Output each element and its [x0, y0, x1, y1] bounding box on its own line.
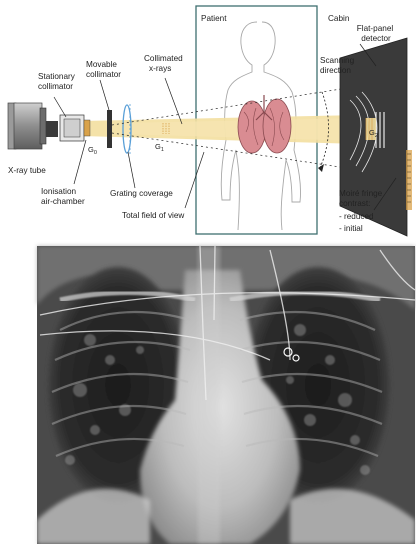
label-total-fov: Total field of view [122, 211, 184, 220]
label-moire-initial: - initial [339, 224, 363, 233]
svg-text:collimator: collimator [86, 70, 121, 79]
label-moire-reduced: - reduced [339, 212, 374, 221]
svg-text:x-rays: x-rays [149, 64, 171, 73]
scanning-arrow-head [318, 164, 324, 172]
label-ionisation-1: Ionisation [41, 187, 76, 196]
xray-tube [8, 103, 58, 149]
svg-text:Patient: Patient [201, 14, 227, 23]
label-stationary-2: collimator [38, 82, 73, 91]
label-ionisation-2: air-chamber [41, 197, 85, 206]
label-moire-2: contrast: [339, 199, 370, 208]
label-cabin: Cabin [328, 14, 350, 23]
label-moire-1: Moiré fringe [339, 189, 383, 198]
label-movable-2: collimator [86, 70, 121, 79]
label-stationary-1: Stationary [38, 72, 76, 81]
svg-text:Cabin: Cabin [328, 14, 350, 23]
label-g2-sub: 2 [375, 133, 378, 139]
svg-text:Collimated: Collimated [144, 54, 183, 63]
label-g1-sub: 1 [161, 147, 164, 153]
movable-collimator [107, 110, 112, 148]
svg-text:- reduced: - reduced [339, 212, 374, 221]
label-patient: Patient [201, 14, 227, 23]
label-grating-coverage: Grating coverage [110, 189, 173, 198]
svg-text:air-chamber: air-chamber [41, 197, 85, 206]
svg-text:contrast:: contrast: [339, 199, 370, 208]
svg-text:G1: G1 [155, 142, 164, 153]
diagram: Patient Cabin Flat-panel detector Statio… [8, 6, 412, 236]
svg-text:Total field of view: Total field of view [122, 211, 184, 220]
chest-radiograph [37, 246, 415, 544]
svg-text:detector: detector [361, 34, 391, 43]
svg-text:direction: direction [320, 66, 351, 75]
svg-text:Moiré fringe: Moiré fringe [339, 189, 383, 198]
svg-text:collimator: collimator [38, 82, 73, 91]
label-collimated-1: Collimated [144, 54, 183, 63]
svg-text:- initial: - initial [339, 224, 363, 233]
label-g0-sub: 0 [94, 150, 97, 156]
svg-text:Stationary: Stationary [38, 72, 76, 81]
label-detector-1: Flat-panel [357, 24, 394, 33]
stationary-collimator [60, 115, 90, 141]
label-xray-tube: X-ray tube [8, 166, 46, 175]
svg-text:G0: G0 [88, 145, 97, 156]
label-movable-1: Movable [86, 60, 117, 69]
label-collimated-2: x-rays [149, 64, 171, 73]
label-detector-2: detector [361, 34, 391, 43]
label-scanning-1: Scanning [320, 56, 355, 65]
svg-text:Ionisation: Ionisation [41, 187, 76, 196]
svg-text:Movable: Movable [86, 60, 117, 69]
svg-text:Grating coverage: Grating coverage [110, 189, 173, 198]
svg-text:Flat-panel: Flat-panel [357, 24, 394, 33]
svg-text:Scanning: Scanning [320, 56, 355, 65]
label-scanning-2: direction [320, 66, 351, 75]
svg-text:X-ray tube: X-ray tube [8, 166, 46, 175]
